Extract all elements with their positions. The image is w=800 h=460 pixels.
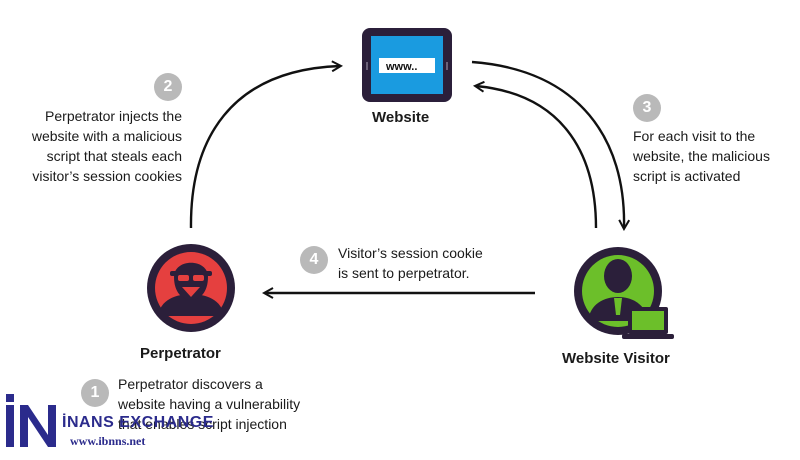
step-2-line: Perpetrator injects the xyxy=(45,108,182,124)
step-1-badge: 1 xyxy=(81,379,109,407)
arrow-perpetrator-to-website xyxy=(189,66,340,229)
step-1-line: website having a vulnerability xyxy=(118,396,301,412)
step-1-line: that enables script injection xyxy=(118,416,287,432)
step-2-line: script that steals each xyxy=(46,148,182,164)
step-1-line: Perpetrator discovers a xyxy=(118,376,263,392)
step-3-badge: 3 xyxy=(633,94,661,122)
watermark-name: İNANS EXCHANGE xyxy=(62,414,214,431)
step-4-text: Visitor’s session cookie is sent to perp… xyxy=(338,243,538,283)
step-1-text: Perpetrator discovers a website having a… xyxy=(118,374,328,434)
website-label: Website xyxy=(372,109,430,126)
visitor-label: Website Visitor xyxy=(562,350,670,367)
step-2-line: visitor’s session cookies xyxy=(32,168,182,184)
laptop-icon xyxy=(622,307,674,339)
step-4-badge: 4 xyxy=(300,246,328,274)
step-2-badge: 2 xyxy=(154,73,182,101)
arrow-visitor-to-website xyxy=(476,86,598,229)
step-2-text: Perpetrator injects the website with a m… xyxy=(10,106,182,186)
step-3-line: script is activated xyxy=(633,168,741,184)
step-3-line: For each visit to the xyxy=(633,128,756,144)
hacker-icon xyxy=(147,244,235,332)
arrow-website-to-visitor xyxy=(471,60,624,228)
step-4-line: is sent to perpetrator. xyxy=(338,265,470,281)
url-bar-text: www.. xyxy=(385,61,417,73)
step-2-line: website with a malicious xyxy=(31,128,182,144)
watermark-url: www.ibnns.net xyxy=(70,434,146,448)
step-4-line: Visitor’s session cookie xyxy=(338,245,483,261)
monitor-icon: www.. xyxy=(362,28,452,102)
step-3-line: website, the malicious xyxy=(633,148,770,164)
perpetrator-label: Perpetrator xyxy=(140,345,221,362)
watermark-logo-icon xyxy=(6,394,56,447)
step-3-text: For each visit to the website, the malic… xyxy=(633,126,798,186)
